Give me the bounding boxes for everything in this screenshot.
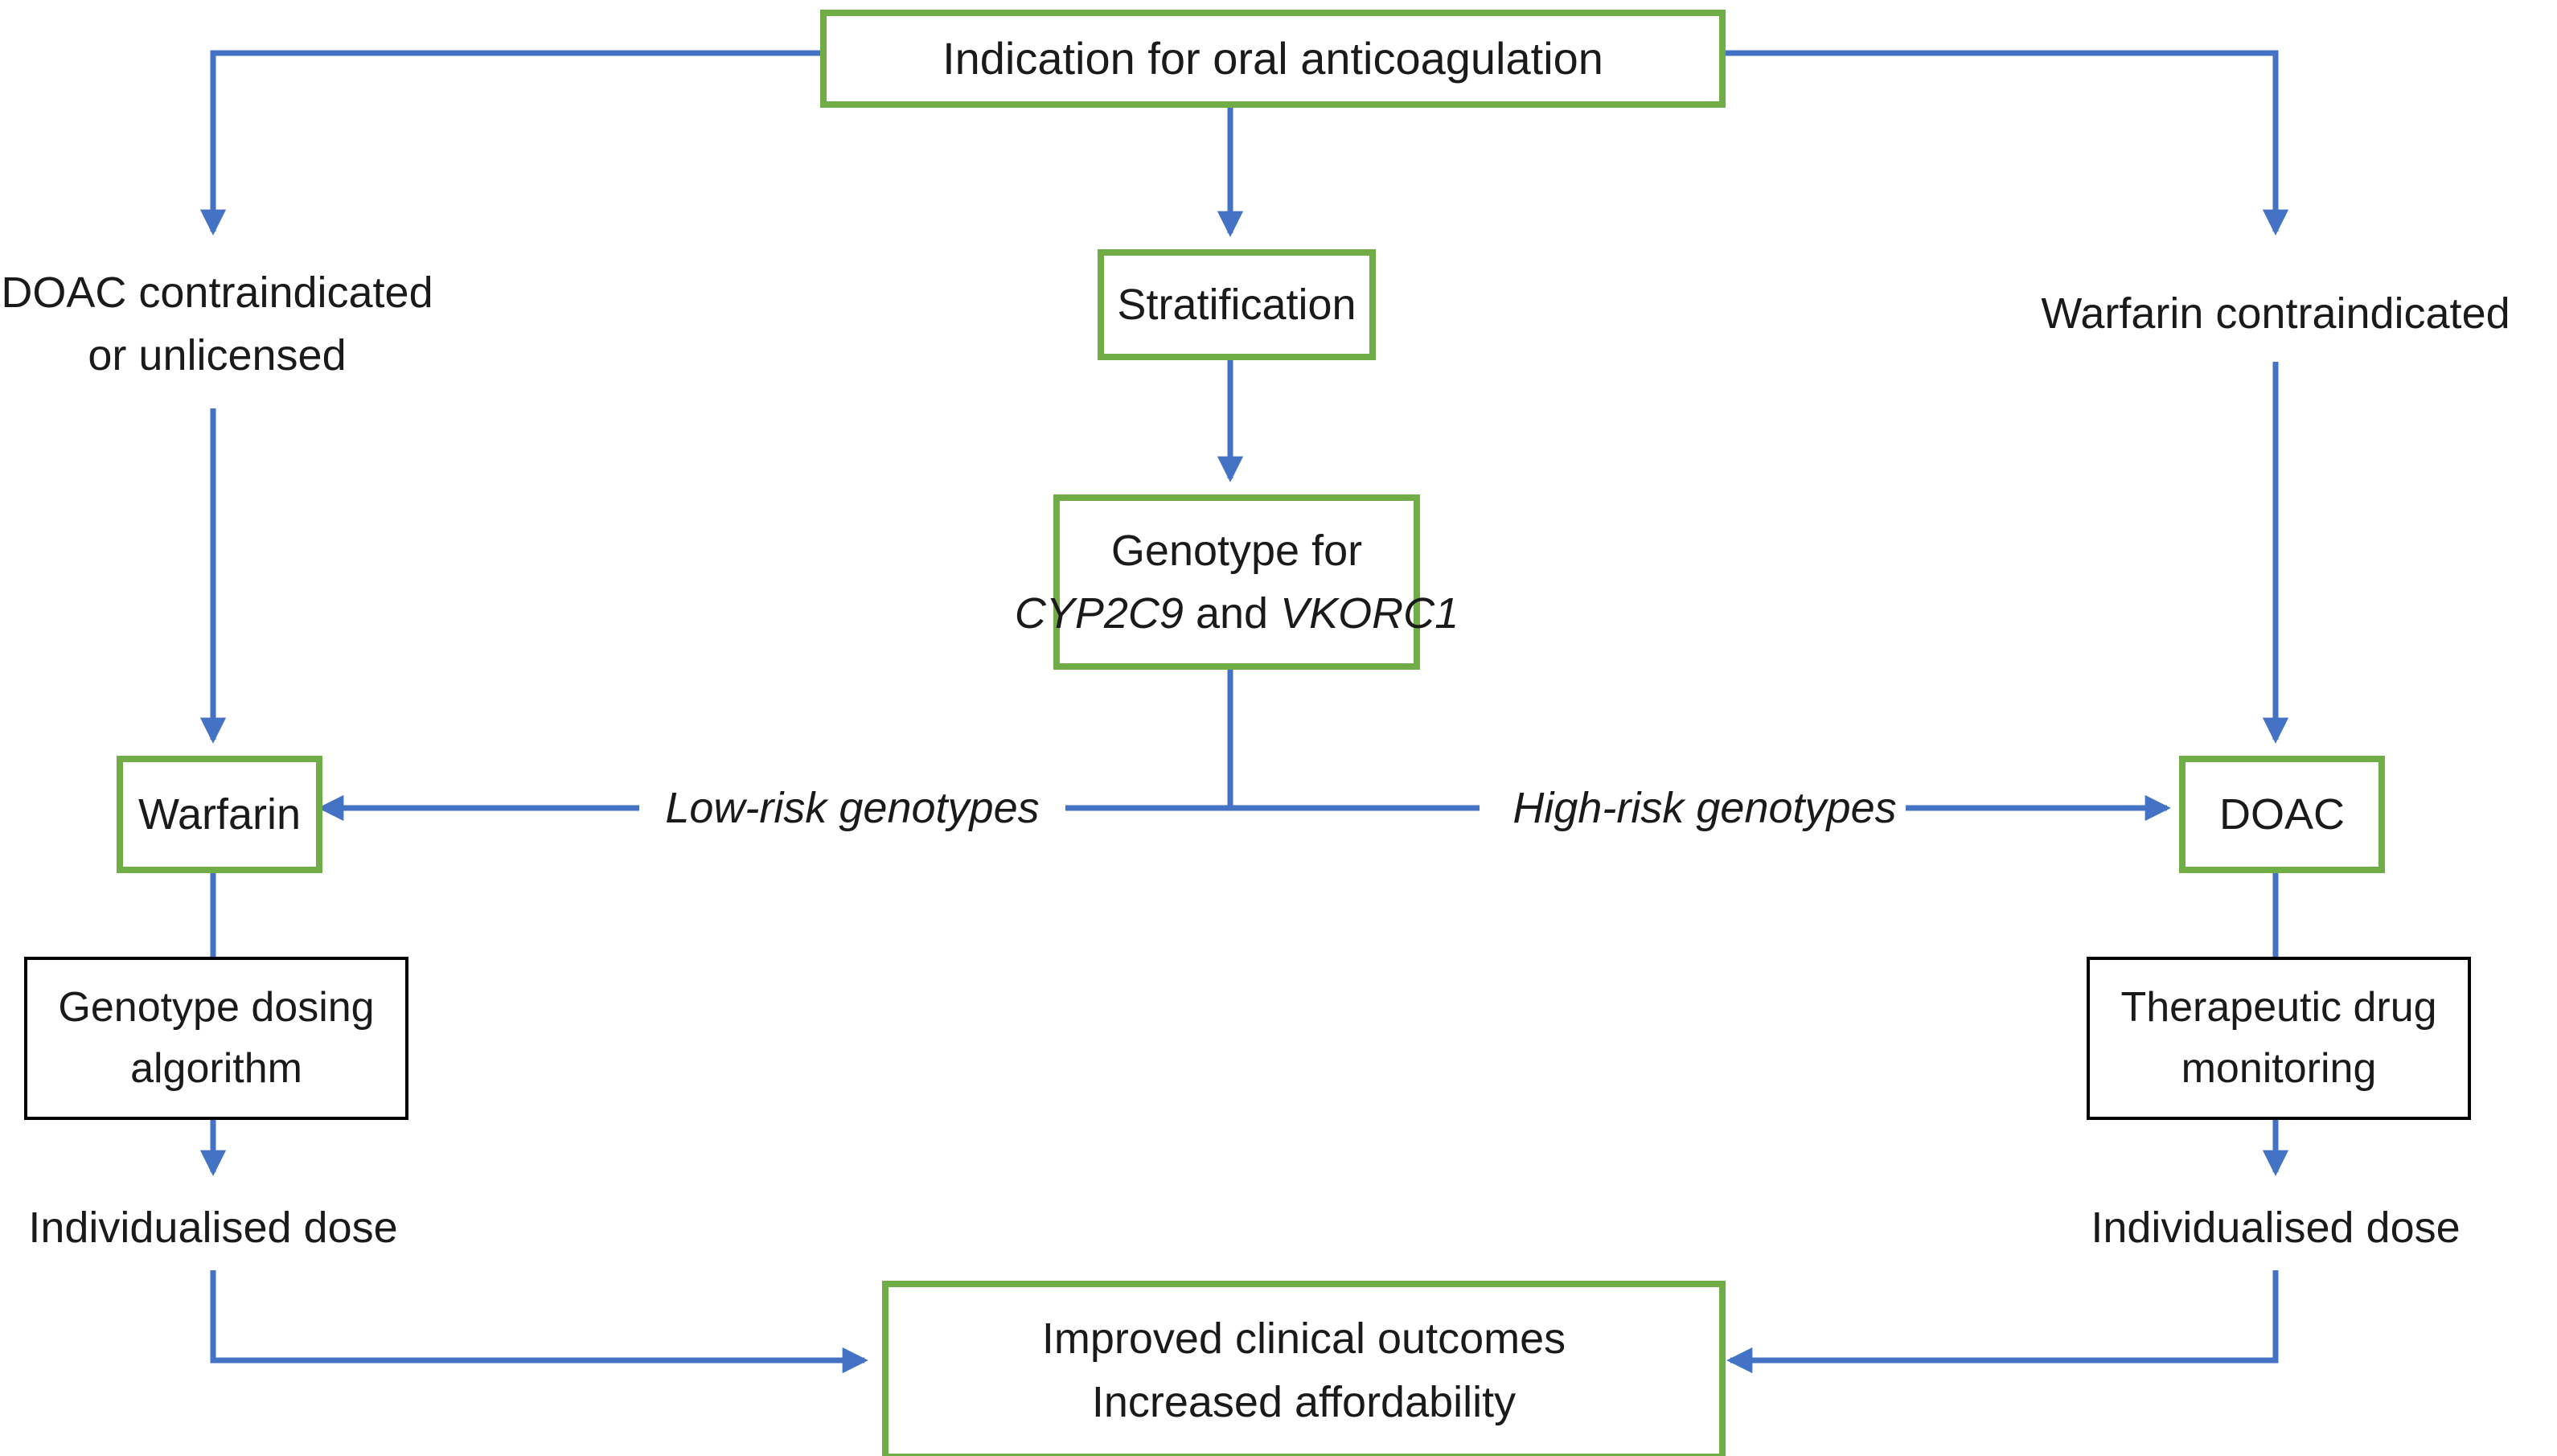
node-doac-contraindicated-line2: or unlicensed — [88, 331, 347, 379]
node-warfarin: Warfarin — [117, 756, 322, 873]
node-outcome-line1: Improved clinical outcomes — [1041, 1315, 1566, 1364]
label-low-risk-genotypes: Low-risk genotypes — [651, 770, 1053, 846]
node-individualised-dose-right-label: Individualised dose — [2091, 1203, 2461, 1252]
gene-vkorc1: VKORC1 — [1280, 589, 1459, 638]
node-genotype-conjunction: and — [1195, 589, 1269, 638]
node-dosing-algorithm-line2: algorithm — [130, 1044, 302, 1092]
node-dosing-algorithm-line1: Genotype dosing — [58, 984, 375, 1032]
node-outcome: Improved clinical outcomes Increased aff… — [882, 1281, 1726, 1456]
node-genotype: Genotype for CYP2C9 and VKORC1 — [1015, 494, 1459, 670]
label-high-risk-genotypes-text: High-risk genotypes — [1512, 783, 1897, 832]
node-genotype-genes: CYP2C9 and VKORC1 — [1015, 582, 1459, 645]
node-individualised-dose-left-label: Individualised dose — [28, 1203, 398, 1252]
node-indication: Indication for oral anticoagulation — [820, 10, 1726, 108]
node-stratification-label: Stratification — [1117, 280, 1356, 329]
node-doac-label: DOAC — [2218, 790, 2345, 839]
node-warfarin-label: Warfarin — [137, 790, 302, 839]
node-genotype-prefix: Genotype for — [1110, 526, 1363, 575]
node-individualised-dose-left: Individualised dose — [0, 1191, 426, 1264]
node-therapeutic-monitoring-line2: monitoring — [2181, 1044, 2377, 1092]
arrow-indication-to-doac-contraindicated — [199, 50, 820, 236]
node-doac-contraindicated: DOAC contraindicated or unlicensed — [0, 248, 434, 400]
node-warfarin-contraindicated-label: Warfarin contraindicated — [2041, 289, 2510, 338]
node-doac-contraindicated-line1: DOAC contraindicated — [1, 268, 433, 317]
label-low-risk-genotypes-text: Low-risk genotypes — [665, 783, 1040, 832]
node-doac: DOAC — [2179, 756, 2385, 873]
node-therapeutic-monitoring: Therapeutic drug monitoring — [2087, 957, 2471, 1120]
node-individualised-dose-right: Individualised dose — [2062, 1191, 2489, 1264]
arrow-indication-to-warfarin-contraindicated — [1713, 50, 2289, 236]
node-warfarin-contraindicated: Warfarin contraindicated — [2018, 277, 2533, 350]
arrow-dose-left-to-outcome — [210, 1270, 868, 1374]
gene-cyp2c9: CYP2C9 — [1014, 589, 1184, 638]
node-dosing-algorithm: Genotype dosing algorithm — [24, 957, 408, 1120]
node-therapeutic-monitoring-line1: Therapeutic drug — [2120, 984, 2437, 1032]
node-outcome-line2: Increased affordability — [1091, 1377, 1517, 1426]
arrow-dose-right-to-outcome — [1726, 1270, 2279, 1374]
node-stratification: Stratification — [1098, 249, 1376, 360]
node-indication-label: Indication for oral anticoagulation — [942, 33, 1603, 84]
label-high-risk-genotypes: High-risk genotypes — [1504, 770, 1906, 846]
